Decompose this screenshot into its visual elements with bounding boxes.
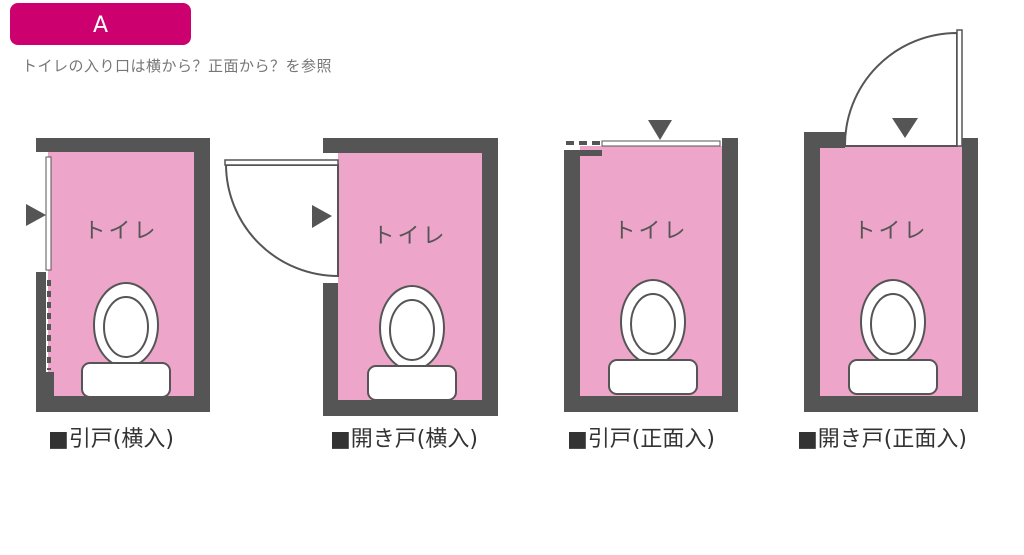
- wall-left: [36, 272, 46, 412]
- wall-bottom: [36, 396, 210, 412]
- wall-right: [722, 138, 738, 412]
- door-swing-arc: [224, 164, 339, 278]
- caption-sliding-front: ■引戸(正面入): [567, 427, 715, 452]
- wall-bottom: [804, 396, 978, 412]
- room-label: トイレ: [853, 219, 928, 244]
- wall-bottom: [323, 400, 498, 416]
- entry-arrow-icon: [648, 120, 672, 140]
- wall-top-stub: [580, 150, 602, 156]
- entry-arrow-icon: [26, 204, 46, 226]
- section-badge: A: [10, 3, 191, 45]
- caption-hinged-front: ■開き戸(正面入): [797, 427, 967, 452]
- plan-hinged-side: トイレ: [224, 138, 498, 416]
- wall-left: [323, 283, 338, 416]
- caption-sliding-side: ■引戸(横入): [48, 427, 174, 452]
- caption-hinged-side: ■開き戸(横入): [330, 427, 478, 452]
- wall-top: [36, 138, 210, 152]
- hinged-door: [956, 29, 963, 147]
- wall-left: [804, 132, 820, 412]
- wall-bottom: [564, 396, 738, 412]
- sliding-door: [601, 140, 721, 147]
- plan-sliding-front: トイレ: [564, 120, 738, 412]
- wall-right: [194, 138, 210, 412]
- subtitle: トイレの入り口は横から？正面から？を参照: [22, 57, 333, 75]
- plan-hinged-front: トイレ: [804, 29, 978, 412]
- room-label: トイレ: [372, 224, 447, 249]
- room-label: トイレ: [83, 219, 158, 244]
- wall-top: [323, 138, 498, 153]
- wall-left: [564, 150, 580, 412]
- wall-left-stub: [46, 372, 54, 396]
- plan-sliding-side: トイレ: [26, 138, 210, 412]
- hinged-door: [224, 159, 339, 166]
- wall-right: [962, 138, 978, 412]
- sliding-door: [45, 156, 52, 271]
- entry-arrow-icon: [312, 205, 332, 228]
- entry-arrow-icon: [892, 118, 918, 138]
- door-swing-arc: [843, 31, 958, 147]
- room-label: トイレ: [613, 219, 688, 244]
- wall-right: [482, 138, 498, 416]
